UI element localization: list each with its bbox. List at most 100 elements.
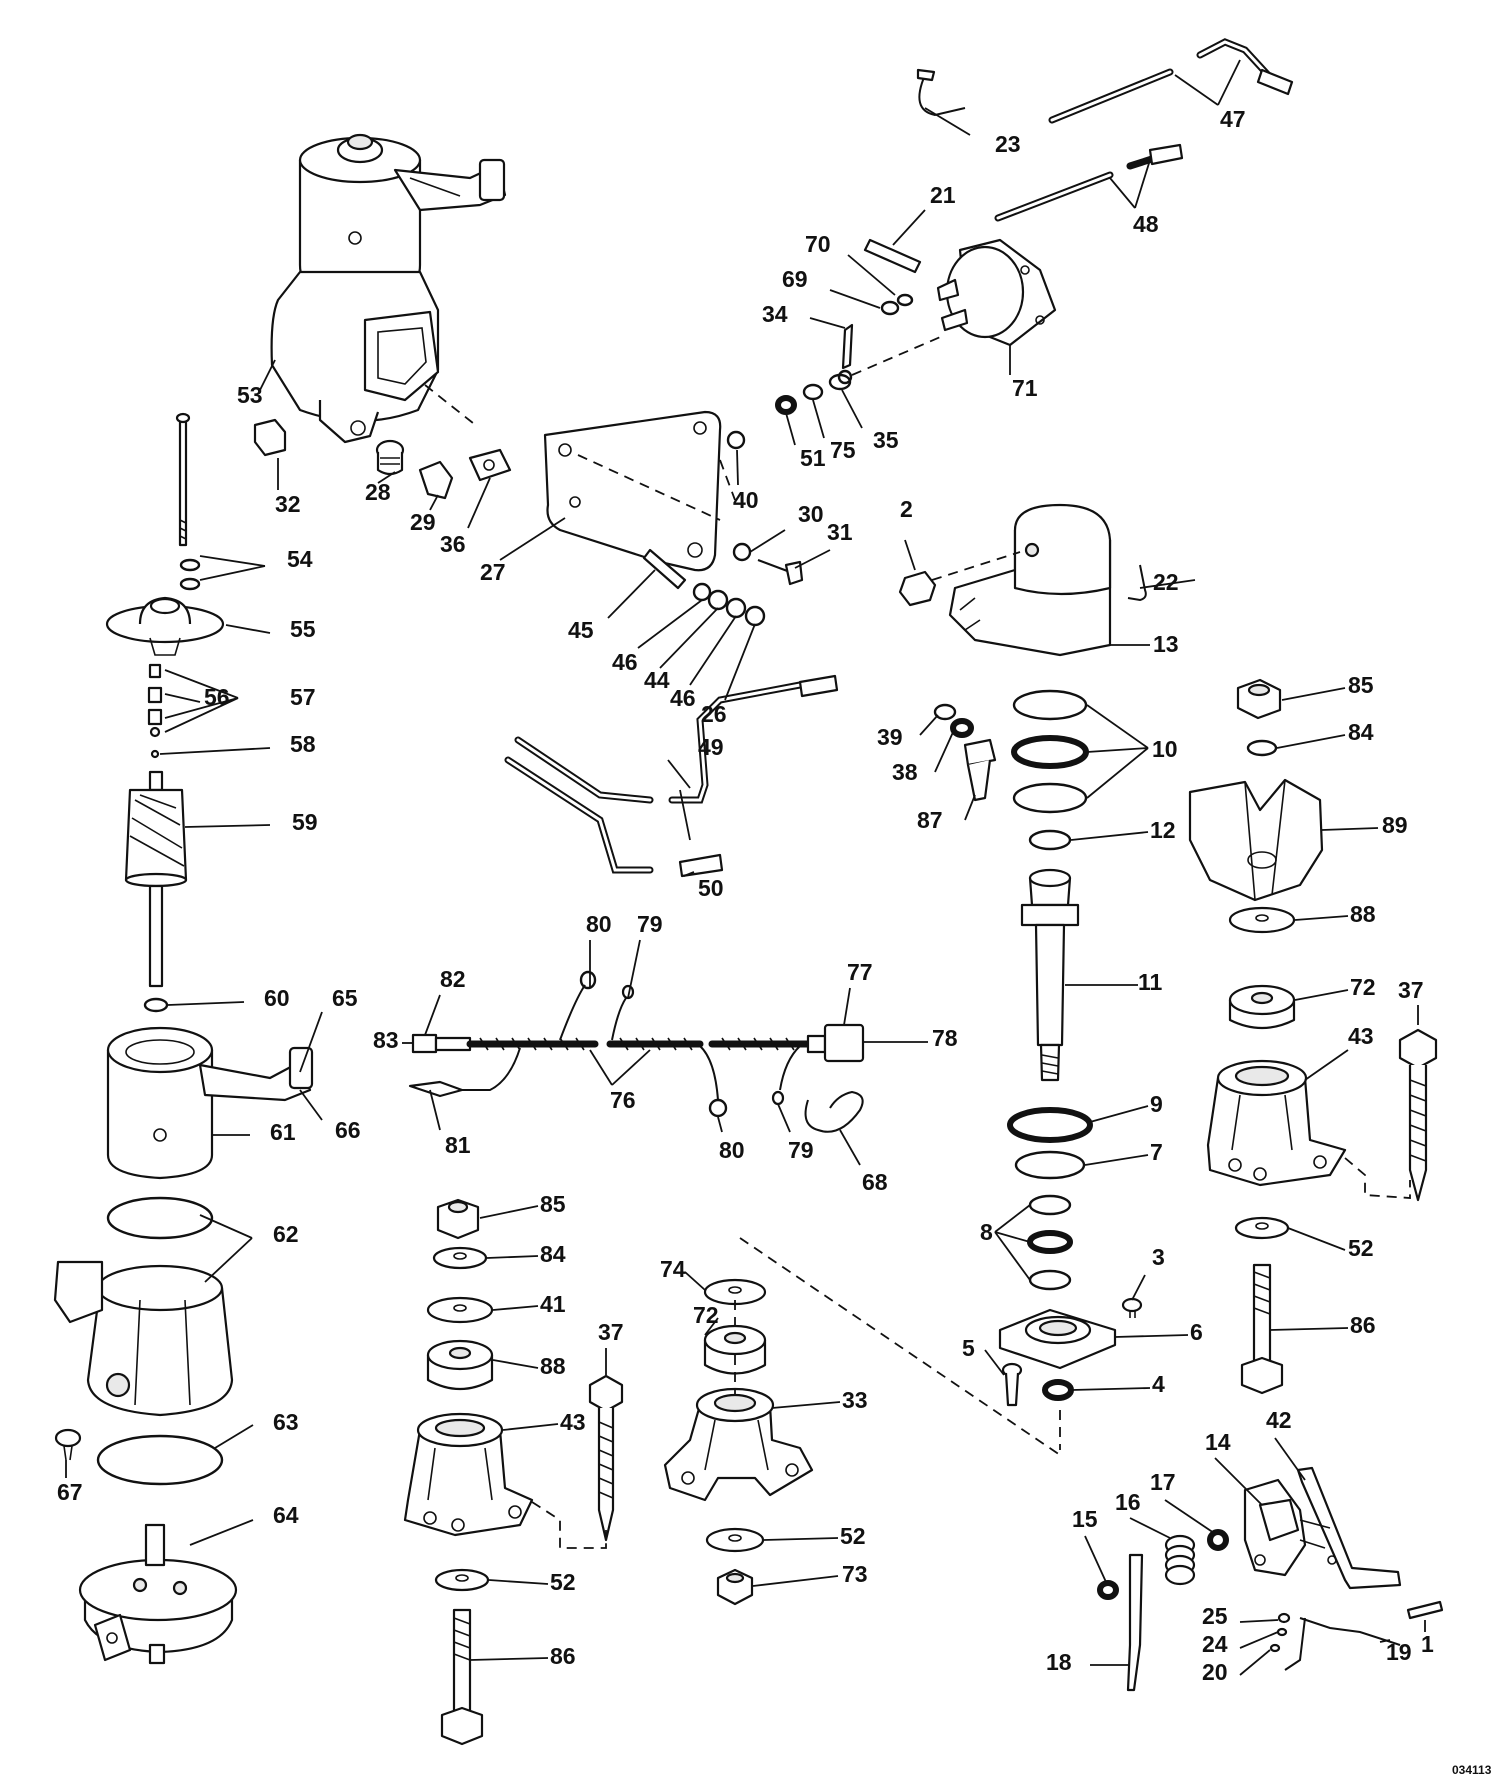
callout-c32: 32 — [275, 491, 301, 517]
callout-c3: 3 — [1152, 1244, 1165, 1270]
callout-c1: 1 — [1421, 1631, 1434, 1657]
callout-c89: 89 — [1382, 812, 1408, 838]
o-ring-63 — [96, 1434, 224, 1486]
callout-c36: 36 — [440, 531, 466, 557]
nut-85-right — [1236, 678, 1282, 720]
washer-60 — [143, 997, 169, 1013]
lag-bolt-37-right — [1398, 1028, 1438, 1202]
bolt-31 — [757, 558, 804, 586]
pin-1 — [1406, 1600, 1444, 1620]
screw-3 — [1121, 1297, 1143, 1318]
bracket-89 — [1188, 778, 1324, 902]
callout-c20: 20 — [1202, 1659, 1228, 1685]
callout-c7: 7 — [1150, 1139, 1163, 1165]
nut-85-center — [436, 1198, 480, 1240]
screw-25 — [1277, 1612, 1291, 1624]
bolt-86-right — [1240, 1263, 1284, 1395]
pump-base-64 — [78, 1523, 238, 1665]
nut-51 — [775, 395, 797, 415]
armature-59 — [124, 770, 188, 988]
callout-c85: 85 — [540, 1191, 566, 1217]
callout-c82: 82 — [440, 966, 466, 992]
callout-c46: 46 — [612, 649, 638, 675]
callout-c29: 29 — [410, 509, 436, 535]
bolt-87 — [963, 738, 997, 802]
pivot-housing-13 — [948, 503, 1112, 657]
callout-c83: 83 — [373, 1027, 399, 1053]
callout-c13: 13 — [1153, 631, 1179, 657]
terminal-34 — [837, 323, 854, 385]
callout-c63: 63 — [273, 1409, 299, 1435]
callout-c42: 42 — [1266, 1407, 1292, 1433]
callout-c79: 79 — [637, 911, 663, 937]
wiring-harness-76 — [411, 984, 814, 1101]
washer-39 — [933, 703, 957, 721]
callout-c53: 53 — [237, 382, 263, 408]
mount-43-center — [403, 1412, 534, 1537]
callout-c72b: 72 — [1350, 974, 1376, 1000]
nut-17 — [1207, 1529, 1229, 1551]
bolt-86-center — [440, 1608, 484, 1746]
callout-c16: 16 — [1115, 1489, 1141, 1515]
strap-21 — [863, 238, 922, 274]
callout-c43b: 43 — [1348, 1023, 1374, 1049]
callout-c33: 33 — [842, 1387, 868, 1413]
nut-69 — [880, 300, 900, 316]
callout-c49: 49 — [698, 734, 724, 760]
tube-48 — [994, 143, 1184, 222]
callout-c15: 15 — [1072, 1506, 1098, 1532]
callout-c65: 65 — [332, 985, 358, 1011]
callout-c46b: 46 — [670, 685, 696, 711]
callout-c38: 38 — [892, 759, 918, 785]
callout-c62: 62 — [273, 1221, 299, 1247]
terminal-79-bottom — [771, 1090, 785, 1106]
fitting-36 — [468, 448, 512, 482]
fitting-29 — [418, 460, 454, 500]
callout-c68: 68 — [862, 1169, 888, 1195]
callout-c26: 26 — [701, 701, 727, 727]
end-cap — [53, 1260, 234, 1417]
callout-c23: 23 — [995, 131, 1021, 157]
washer-52-center — [434, 1568, 490, 1592]
callout-c79b: 79 — [788, 1137, 814, 1163]
callout-c76: 76 — [610, 1087, 636, 1113]
ring-7 — [1014, 1150, 1086, 1180]
brushes-56-57-58 — [147, 663, 163, 759]
callout-c61: 61 — [270, 1119, 296, 1145]
callout-c37: 37 — [598, 1319, 624, 1345]
callout-c12: 12 — [1150, 817, 1176, 843]
callout-c86b: 86 — [1350, 1312, 1376, 1338]
callout-c24: 24 — [1202, 1631, 1228, 1657]
callout-c75: 75 — [830, 437, 856, 463]
callout-c35: 35 — [873, 427, 899, 453]
callout-c74: 74 — [660, 1256, 686, 1282]
callout-c48: 48 — [1133, 211, 1159, 237]
callout-c64: 64 — [273, 1502, 299, 1528]
lever-18 — [1126, 1553, 1144, 1692]
callout-c51: 51 — [800, 445, 826, 471]
stud-45 — [642, 548, 687, 590]
tube-49 — [514, 674, 839, 804]
brush-holder-55 — [105, 596, 225, 656]
bracket-42 — [1296, 1466, 1402, 1590]
through-bolt-54 — [175, 412, 191, 547]
o-ring-9 — [1007, 1107, 1093, 1143]
spring-clip-68 — [804, 1090, 864, 1133]
callout-c77: 77 — [847, 959, 873, 985]
washer-52-mid — [705, 1527, 765, 1553]
callout-c73: 73 — [842, 1561, 868, 1587]
callout-c19: 19 — [1386, 1639, 1412, 1665]
callout-c60: 60 — [264, 985, 290, 1011]
spring-16 — [1164, 1534, 1196, 1586]
callout-c47: 47 — [1220, 106, 1246, 132]
callout-c8: 8 — [980, 1219, 993, 1245]
ring-terminal-80-top — [579, 970, 597, 990]
washer-84-center — [432, 1246, 488, 1270]
callout-c86: 86 — [550, 1643, 576, 1669]
o-ring-62 — [106, 1196, 214, 1240]
bushing-88-center — [426, 1339, 494, 1390]
clip-22 — [1127, 564, 1147, 602]
callout-c72: 72 — [693, 1302, 719, 1328]
callout-c85b: 85 — [1348, 672, 1374, 698]
